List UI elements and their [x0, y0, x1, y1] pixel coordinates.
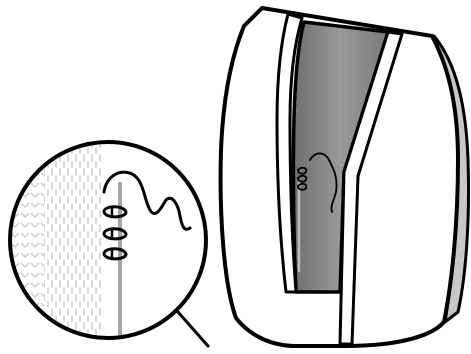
- magnifier-leader: [178, 312, 208, 346]
- fabric-texture-dash: [44, 140, 102, 340]
